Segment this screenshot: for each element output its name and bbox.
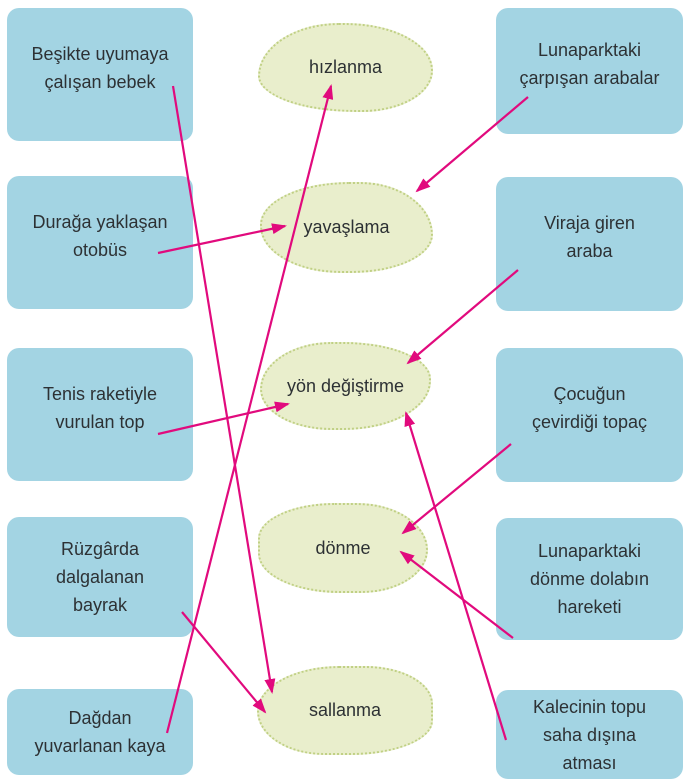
right-box-carpisan-arabalar[interactable]: Lunaparktaki çarpışan arabalar — [496, 8, 683, 134]
blob-yavaslama[interactable]: yavaşlama — [260, 182, 433, 273]
right-box-kaleci-top[interactable]: Kalecinin topu saha dışına atması — [496, 690, 683, 779]
right-box-donme-dolap[interactable]: Lunaparktaki dönme dolabın hareketi — [496, 518, 683, 640]
blob-hizlanma[interactable]: hızlanma — [258, 23, 433, 112]
box-label: Beşikte uyumaya çalışan bebek — [31, 43, 169, 92]
box-label: Çocuğun çevirdiği topaç — [531, 384, 648, 432]
blob-label: yavaşlama — [303, 217, 390, 237]
blob-label: dönme — [315, 537, 371, 558]
box-label: Dağdan yuvarlanan kaya — [34, 708, 166, 756]
box-label: Tenis raketiyle vurulan top — [42, 383, 158, 432]
blob-donme[interactable]: dönme — [258, 503, 428, 593]
connection-bayrak-to-sallanma — [181, 611, 267, 714]
blob-yon-degistirme[interactable]: yön değiştirme — [260, 342, 431, 430]
left-box-duraga-otobus[interactable]: Durağa yaklaşan otobüs — [7, 176, 193, 309]
box-label: Lunaparktaki dönme dolabın hareketi — [529, 541, 650, 617]
connection-topac-to-donme — [401, 443, 512, 535]
left-box-bayrak[interactable]: Rüzgârda dalgalanan bayrak — [7, 517, 193, 637]
right-box-viraja-araba[interactable]: Viraja giren araba — [496, 177, 683, 311]
left-box-besikte-bebek[interactable]: Beşikte uyumaya çalışan bebek — [7, 8, 193, 141]
box-label: Durağa yaklaşan otobüs — [32, 211, 168, 260]
blob-label: hızlanma — [308, 57, 383, 77]
right-box-topac[interactable]: Çocuğun çevirdiği topaç — [496, 348, 683, 482]
blob-sallanma[interactable]: sallanma — [257, 666, 433, 755]
blob-label: sallanma — [308, 700, 382, 720]
blob-label: yön değiştirme — [286, 375, 405, 396]
box-label: Lunaparktaki çarpışan arabalar — [519, 40, 660, 88]
box-label: Rüzgârda dalgalanan bayrak — [55, 539, 145, 615]
left-box-kaya[interactable]: Dağdan yuvarlanan kaya — [7, 689, 193, 775]
left-box-tenis-top[interactable]: Tenis raketiyle vurulan top — [7, 348, 193, 481]
box-label: Kalecinin topu saha dışına atması — [532, 696, 647, 773]
box-label: Viraja giren araba — [544, 213, 635, 261]
